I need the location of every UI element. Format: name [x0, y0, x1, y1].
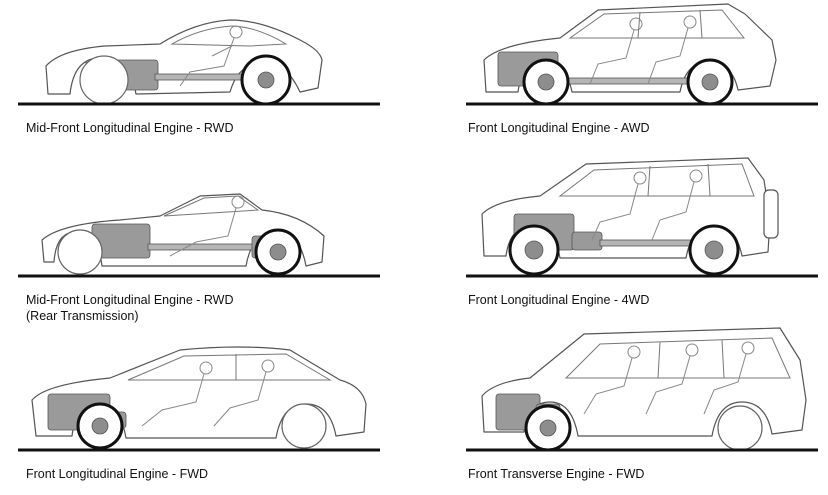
- panel-mid-front-rwd: [18, 19, 380, 106]
- caption-front-4wd: Front Longitudinal Engine - 4WD: [468, 293, 650, 307]
- caption-front-transverse-fwd: Front Transverse Engine - FWD: [468, 467, 645, 481]
- driveshaft: [555, 77, 707, 85]
- passenger-figures: [583, 341, 755, 415]
- rear-hub: [257, 71, 275, 89]
- front-hub: [539, 419, 557, 437]
- driveshaft: [599, 239, 701, 247]
- panel-front-transverse-fwd: [466, 327, 818, 452]
- panel-front-4wd: [466, 157, 818, 278]
- coupe-window: [170, 25, 288, 47]
- panel-mid-front-rwd-rear-transmission: [18, 193, 380, 278]
- passenger-figures: [589, 15, 697, 85]
- passenger-figures: [591, 169, 703, 241]
- rear-wheel: [717, 405, 763, 451]
- driver-figure: [179, 25, 243, 87]
- panel-front-longitudinal-fwd: [18, 346, 380, 452]
- front-wheel: [79, 55, 129, 105]
- suv-windows: [558, 163, 755, 197]
- caption-front-longitudinal-fwd: Front Longitudinal Engine - FWD: [26, 467, 209, 481]
- sedan-windows: [127, 353, 332, 381]
- transfer-case: [571, 231, 603, 251]
- front-hub: [91, 417, 109, 435]
- driveshaft: [147, 243, 259, 251]
- driver-figure: [169, 195, 245, 257]
- front-wheel: [57, 229, 103, 275]
- caption-mid-front-rwd: Mid-Front Longitudinal Engine - RWD: [26, 121, 234, 135]
- caption-mid-front-rwd-2: Mid-Front Longitudinal Engine - RWD: [26, 293, 234, 307]
- panel-front-awd: [466, 3, 818, 106]
- caption-front-awd: Front Longitudinal Engine - AWD: [468, 121, 650, 135]
- rear-hub: [269, 243, 287, 261]
- rear-hub: [701, 73, 719, 91]
- rear-wheel: [281, 403, 327, 449]
- passenger-figures: [141, 359, 275, 427]
- front-hub: [537, 73, 555, 91]
- rear-hub: [704, 240, 724, 260]
- front-hub: [524, 240, 544, 260]
- caption-rear-transmission: (Rear Transmission): [26, 309, 139, 323]
- spare-tire: [763, 189, 779, 239]
- minivan-body: [481, 327, 807, 437]
- wagon-windows: [568, 9, 746, 39]
- minivan-windows: [564, 337, 791, 379]
